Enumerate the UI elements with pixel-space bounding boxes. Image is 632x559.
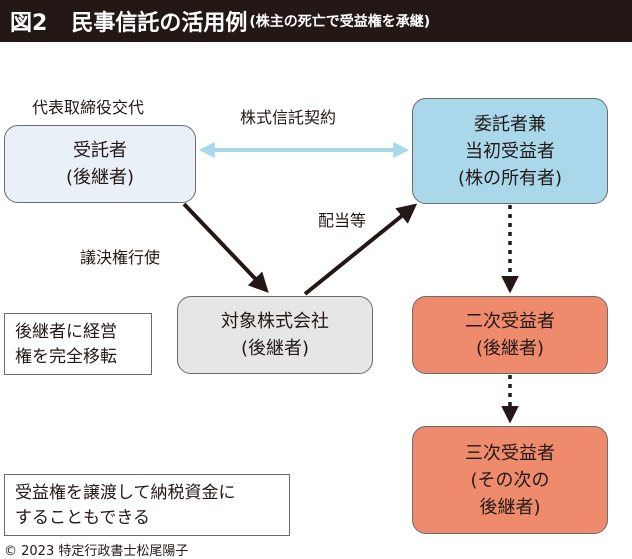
company-box: 対象株式会社 (後継者)	[177, 296, 373, 374]
second-beneficiary-box: 二次受益者 (後継者)	[412, 296, 608, 374]
voting-rights-label: 議決権行使	[80, 248, 161, 267]
voting-rights-arrow	[182, 202, 269, 293]
settlor-role-2: 当初受益者	[465, 140, 555, 162]
settlor-note: (株の所有者)	[457, 167, 563, 189]
management-transfer-note: 後継者に経営 権を完全移転	[4, 313, 152, 375]
diagram-title: 民事信託の活用例	[71, 11, 248, 36]
third-beneficiary-note-2: 後継者)	[479, 496, 541, 518]
trustee-role: 受託者	[73, 140, 127, 161]
management-transfer-line-2: 権を完全移転	[15, 347, 117, 367]
dividends-arrow	[303, 203, 418, 296]
diagram-subtitle: (株主の死亡で受益権を承継)	[249, 14, 431, 30]
title-bar: 図2 民事信託の活用例 (株主の死亡で受益権を承継)	[0, 0, 632, 42]
third-beneficiary-box: 三次受益者 (その次の 後継者)	[412, 426, 608, 534]
second-beneficiary-note: (後継者)	[475, 338, 545, 359]
dividends-label: 配当等	[318, 211, 367, 230]
copyright: © 2023 特定行政書士松尾陽子	[4, 544, 189, 559]
second-beneficiary-role: 二次受益者	[465, 311, 555, 332]
trust-contract-label: 株式信託契約	[240, 108, 337, 127]
beneficial-interest-sale-note: 受益権を譲渡して納税資金に することもできる	[4, 474, 290, 536]
trustee-box: 受託者 (後継者)	[4, 125, 196, 203]
figure-number: 図2	[10, 11, 48, 36]
beneficial-interest-sale-line-1: 受益権を譲渡して納税資金に	[15, 483, 236, 503]
trustee-note: (後継者)	[65, 167, 135, 188]
company-note: (後継者)	[240, 338, 310, 359]
settlor-role: 委託者兼	[474, 113, 546, 135]
management-transfer-line-1: 後継者に経営	[15, 322, 117, 342]
representative-change-label: 代表取締役交代	[32, 98, 145, 117]
third-beneficiary-note: (その次の	[470, 469, 550, 491]
settlor-box: 委託者兼 当初受益者 (株の所有者)	[412, 98, 608, 204]
company-name: 対象株式会社	[221, 311, 329, 332]
beneficial-interest-sale-line-2: することもできる	[15, 508, 150, 528]
third-beneficiary-role: 三次受益者	[465, 442, 555, 464]
